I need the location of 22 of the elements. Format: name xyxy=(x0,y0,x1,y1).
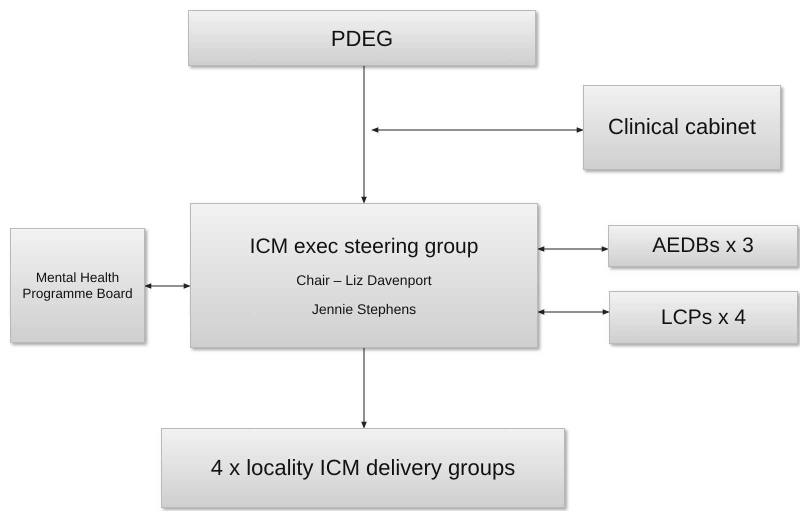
node-subtitle: Chair – Liz Davenport xyxy=(296,271,432,290)
arrow xyxy=(537,309,610,315)
process-box xyxy=(10,228,145,343)
node-subtitle: Jennie Stephens xyxy=(312,300,416,320)
process-box xyxy=(190,203,538,348)
node-title: LCPs x 4 xyxy=(660,304,746,331)
node-title: 4 x locality ICM delivery groups xyxy=(210,454,516,482)
node-title: Clinical cabinet xyxy=(608,114,756,141)
arrow xyxy=(361,348,367,429)
arrow xyxy=(361,66,367,204)
process-box xyxy=(609,291,798,344)
process-box xyxy=(583,85,781,170)
process-box xyxy=(608,225,798,267)
process-box xyxy=(188,10,536,66)
node-title: PDEG xyxy=(330,24,394,52)
arrow xyxy=(537,246,609,252)
process-box xyxy=(161,428,565,508)
node-title: ICM exec steering group xyxy=(250,234,478,260)
node-title: Mental Health Programme Board xyxy=(21,270,134,302)
arrow xyxy=(371,127,584,133)
node-title: AEDBs x 3 xyxy=(652,233,754,260)
arrow xyxy=(144,283,191,289)
